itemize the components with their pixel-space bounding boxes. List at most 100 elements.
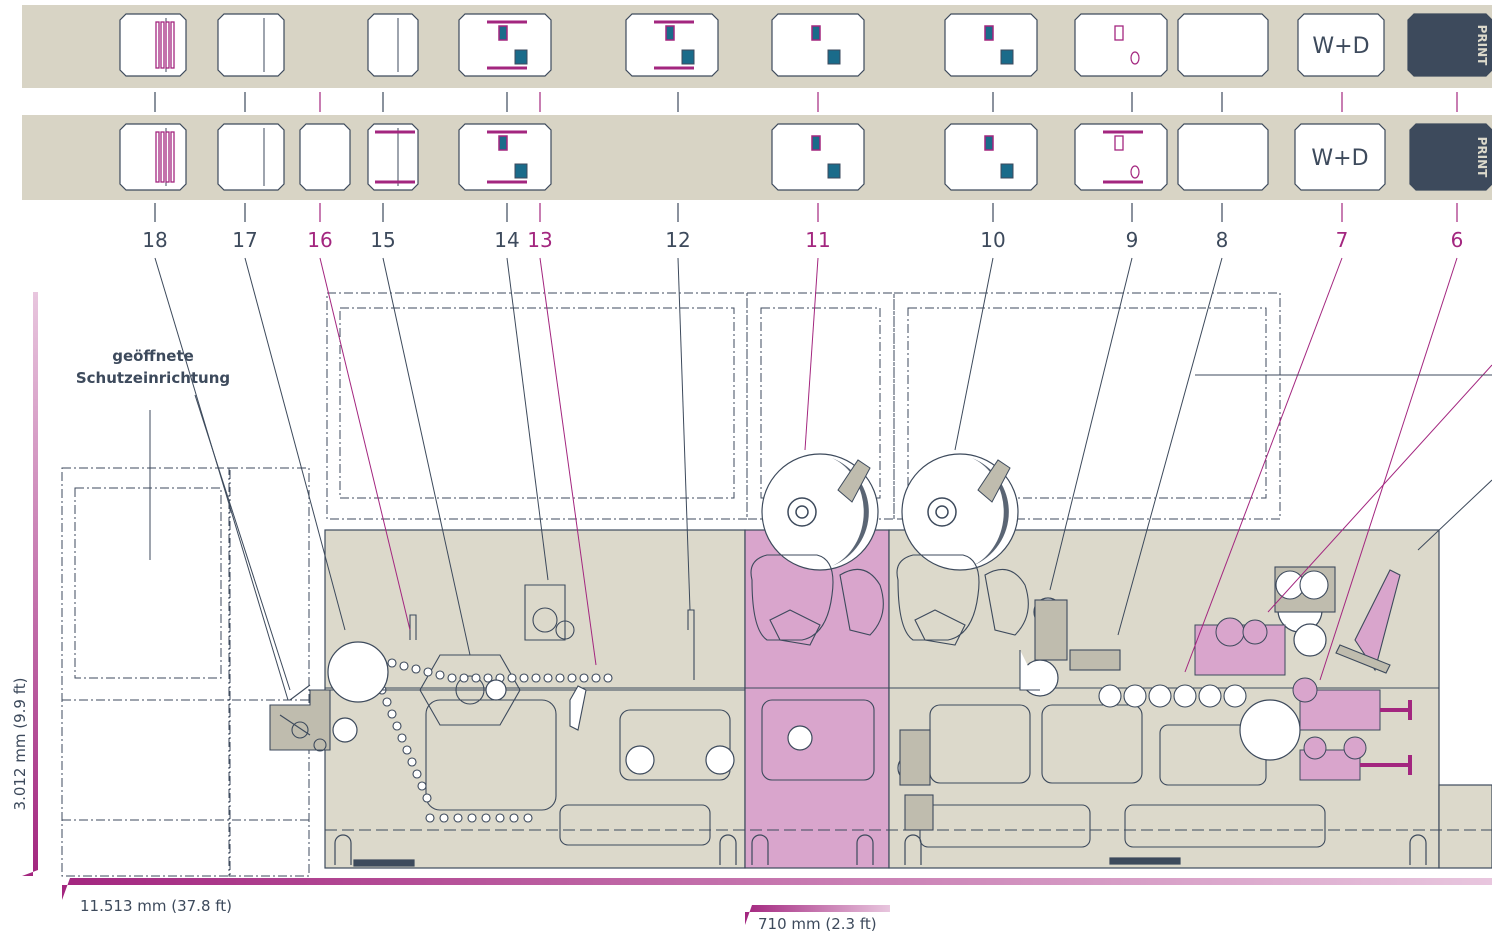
roller [447,673,457,683]
roller [459,673,469,683]
roller [555,673,565,683]
web-rollers [330,655,1247,823]
station-connectors [154,92,1458,222]
roller [412,769,422,779]
roller [397,733,407,743]
roller [392,721,402,731]
roller [382,697,392,707]
total-length-label: 11.513 mm (37.8 ft) [80,897,233,915]
leader-line [1049,257,1133,591]
envelope-icon [367,123,419,191]
logo-text: W+D [1311,146,1368,171]
leader-line [506,257,549,581]
leader-line [154,257,289,701]
roller [519,673,529,683]
opened-guard-note: geöffnete Schutzeinrichtung [75,347,231,387]
envelope-icon [119,13,187,77]
roller [1098,684,1122,708]
roller [423,667,433,677]
envelope-icon [367,13,419,77]
envelope-icon [1074,13,1168,77]
cassette-modules [750,554,1029,646]
leader-lines [149,257,1492,701]
station-label-13: 13 [527,228,553,252]
station-label-14: 14 [494,228,520,252]
roller [523,813,533,823]
folding-unit [269,584,695,752]
roller [509,813,519,823]
roller [411,664,421,674]
leader-line [954,257,994,451]
envelope-icon: W+D [1294,123,1386,191]
leader-line [1319,257,1458,681]
printing-unit-grey [899,566,1401,831]
station-label-10: 10 [980,228,1006,252]
roller [467,813,477,823]
roller [435,670,445,680]
envelope-icon: PRINT [1409,123,1492,191]
station-label-11: 11 [805,228,831,252]
envelope-icon: PRINT [1407,13,1492,77]
leader-line [382,257,471,656]
leader-line [677,257,691,611]
roller [591,673,601,683]
leader-line [194,394,291,691]
roller [422,793,432,803]
roller [1223,684,1247,708]
roller [399,661,409,671]
station-label-16: 16 [307,228,333,252]
machine-feet [334,834,1427,867]
roller [471,673,481,683]
leader-line [1267,364,1492,613]
leader-line [319,257,411,631]
roller [579,673,589,683]
envelope-icon [458,123,552,191]
roller [417,781,427,791]
leader-line [1184,257,1343,673]
station-label-9: 9 [1125,228,1139,252]
roller [1173,684,1197,708]
leader-line [1117,257,1223,636]
station-label-8: 8 [1215,228,1229,252]
envelope-icon [1074,123,1168,191]
print-text: PRINT [1475,25,1489,67]
printing-unit-magenta [1194,617,1412,781]
leader-line [1417,479,1492,551]
envelope-icon [1177,123,1269,191]
roller [402,745,412,755]
station-label-15: 15 [370,228,396,252]
roller [483,673,493,683]
roller [439,813,449,823]
module-width-label: 710 mm (2.3 ft) [758,915,877,933]
envelope-icon [771,13,865,77]
station-label-6: 6 [1450,228,1464,252]
envelope-icon [771,123,865,191]
roller [603,673,613,683]
bottom-envelopes: W+D PRINT [119,123,1492,191]
leader-line [539,257,597,666]
paper-reel-11 [761,453,879,571]
roller [507,673,517,683]
logo-text: W+D [1312,34,1369,59]
top-envelopes: W+D PRINT [119,13,1492,77]
roller [1198,684,1222,708]
module-width-bar [745,905,890,925]
print-text: PRINT [1475,137,1489,179]
roller [543,673,553,683]
station-label-12: 12 [665,228,691,252]
station-label-7: 7 [1335,228,1349,252]
roller [1123,684,1147,708]
envelope-icon: W+D [1297,13,1385,77]
paper-reel-10 [901,453,1019,571]
roller [495,813,505,823]
length-bar [62,878,1492,900]
station-label-18: 18 [142,228,168,252]
guard-frames [61,292,1281,877]
height-label: 3.012 mm (9.9 ft) [11,677,29,811]
station-label-17: 17 [232,228,258,252]
roller [407,757,417,767]
roller [531,673,541,683]
envelope-icon [217,123,285,191]
envelope-icon [944,13,1038,77]
